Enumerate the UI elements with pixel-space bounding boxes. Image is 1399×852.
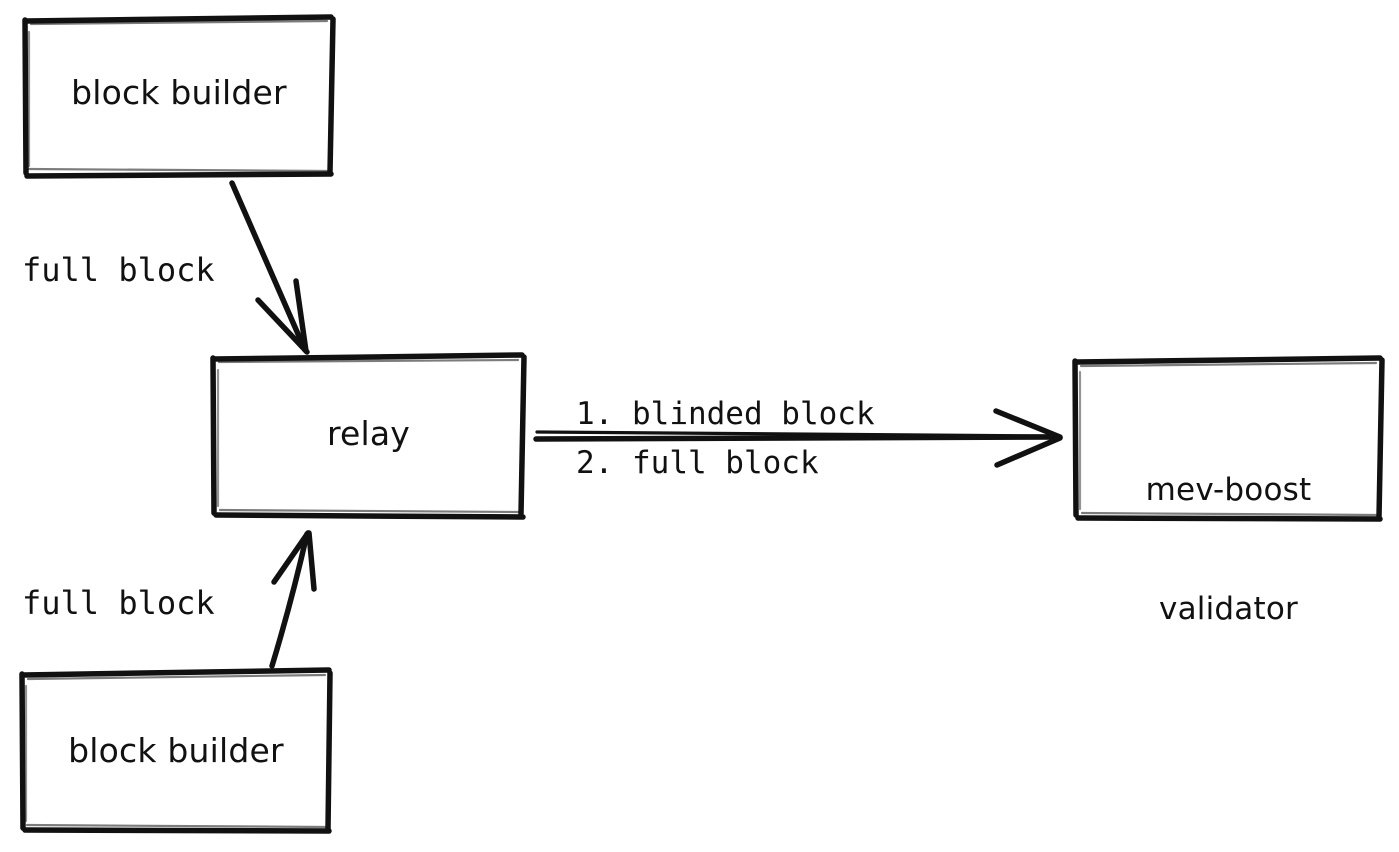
node-builder-top[interactable]: [25, 17, 333, 176]
node-builder-bottom[interactable]: [22, 670, 330, 832]
node-shape-relay[interactable]: [210, 352, 527, 520]
node-relay[interactable]: [213, 355, 524, 518]
edge-arrow-builder-top-to-relay[interactable]: [229, 180, 310, 355]
edge-arrow-relay-to-validator[interactable]: [533, 408, 1063, 468]
node-shape-validator[interactable]: [1072, 355, 1385, 522]
node-validator[interactable]: [1075, 358, 1382, 520]
edge-arrow-builder-bottom-to-relay[interactable]: [269, 530, 317, 669]
node-shape-builder-top[interactable]: [22, 14, 336, 179]
node-shape-builder-bottom[interactable]: [19, 667, 333, 834]
